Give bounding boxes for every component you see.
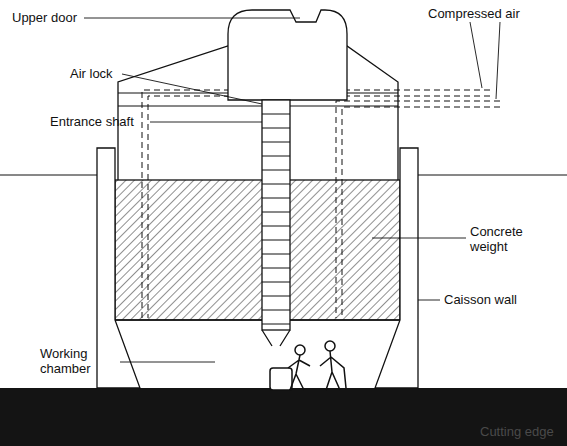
part-label: Caisson wall — [444, 292, 544, 307]
leader-line — [418, 300, 440, 301]
air-lock — [228, 10, 347, 100]
part-label: Upper door — [12, 10, 92, 25]
part-label: Cutting edge — [480, 424, 567, 439]
part-label: Working chamber — [40, 346, 120, 376]
leader-lines — [84, 18, 500, 362]
shaft-mouth — [262, 330, 290, 346]
leader-line — [496, 22, 500, 99]
leader-line — [470, 22, 482, 88]
worker-body — [320, 351, 346, 390]
air-pipe — [342, 107, 500, 318]
leader-line — [150, 122, 262, 123]
ladder-rungs — [262, 114, 290, 324]
water-line — [0, 175, 97, 176]
leader-line — [372, 238, 466, 239]
workers — [270, 341, 346, 390]
housing-line — [118, 106, 398, 107]
worker-head — [295, 345, 305, 355]
entrance-shaft — [262, 100, 290, 330]
part-label: Air lock — [70, 66, 130, 81]
air-pipe — [336, 101, 500, 318]
worker-body — [288, 355, 310, 390]
air-pipe — [142, 90, 490, 318]
part-label: Compressed air — [428, 6, 548, 21]
chamber-ceiling — [115, 319, 400, 320]
water-line — [418, 175, 567, 176]
worker-head — [325, 341, 335, 351]
leader-line — [84, 18, 300, 19]
leader-line — [120, 362, 215, 363]
leader-line — [122, 74, 262, 104]
concrete-weight — [115, 180, 400, 320]
barrel — [270, 368, 292, 390]
caisson-wall — [97, 148, 140, 388]
part-label: Entrance shaft — [50, 114, 160, 129]
part-label: Concrete weight — [470, 224, 540, 254]
air-pipe — [148, 96, 490, 318]
caisson-wall — [375, 148, 418, 388]
